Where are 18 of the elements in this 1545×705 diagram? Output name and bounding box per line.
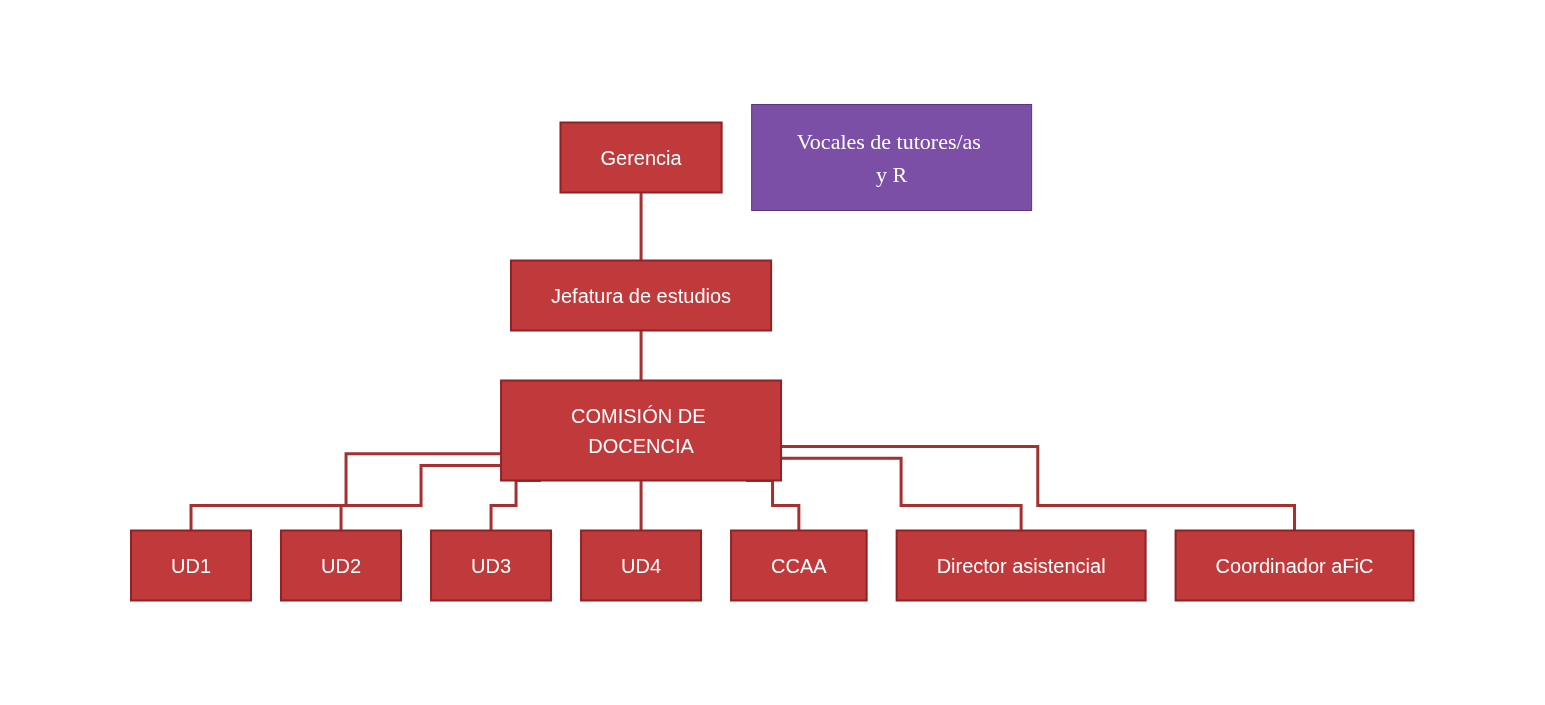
connector [339, 464, 502, 532]
node-box: UD3 [430, 529, 553, 602]
connector [639, 191, 643, 262]
node-box: CCAA [730, 529, 868, 602]
node-box: Gerencia [559, 121, 723, 194]
node-box: Coordinador aFiC [1174, 529, 1415, 602]
connector [781, 456, 1023, 532]
node-box: UD4 [580, 529, 703, 602]
node-box: Jefatura de estudios [510, 259, 773, 332]
node-box: Director asistencial [895, 529, 1147, 602]
connector [639, 479, 643, 532]
node-box: Vocales de tutores/as y R [751, 104, 1033, 211]
connector [639, 329, 643, 382]
connector [189, 452, 502, 532]
node-box: UD2 [280, 529, 403, 602]
node-box: COMISIÓN DE DOCENCIA [500, 379, 783, 482]
node-box: UD1 [130, 529, 253, 602]
connector [781, 445, 1297, 532]
